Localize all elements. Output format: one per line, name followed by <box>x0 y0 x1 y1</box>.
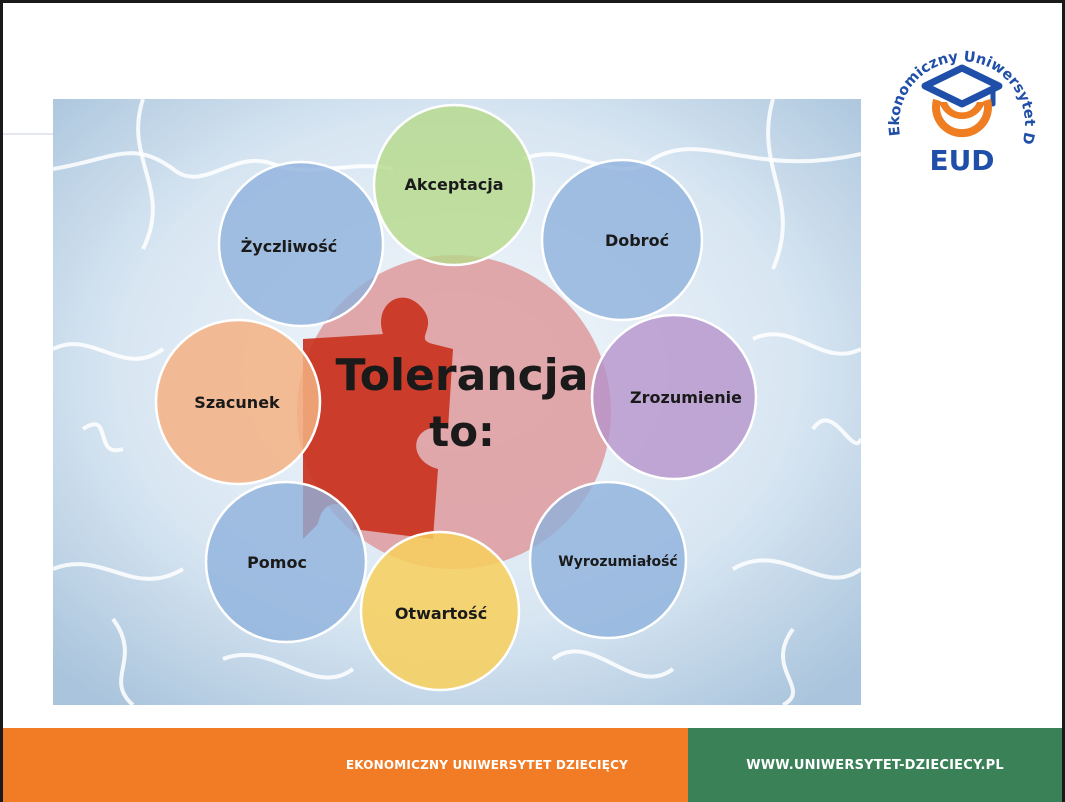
tolerance-diagram: Tolerancja to: Akceptacja Dobroć Zrozumi… <box>53 99 861 705</box>
eud-logo: Ekonomiczny Uniwersytet Dziecięcy EUD <box>877 22 1037 177</box>
circle-zrozumienie <box>590 313 758 481</box>
label-akceptacja: Akceptacja <box>404 175 503 194</box>
smile-icon <box>939 102 985 120</box>
circle-akceptacja <box>372 103 536 267</box>
circle-wyrozumialosc <box>528 480 688 640</box>
circle-dobroc <box>540 158 704 322</box>
slide-border-top <box>0 0 1065 3</box>
footer-right-panel: WWW.UNIWERSYTET-DZIECIECY.PL <box>688 728 1062 802</box>
label-zyczliwosc: Życzliwość <box>241 237 338 256</box>
center-text-line1: Tolerancja <box>336 350 589 401</box>
footer-website-link[interactable]: WWW.UNIWERSYTET-DZIECIECY.PL <box>746 757 1004 773</box>
label-pomoc: Pomoc <box>247 553 307 572</box>
label-wyrozumialosc: Wyrozumiałość <box>558 554 678 570</box>
slide-border-right <box>1062 0 1065 802</box>
circle-szacunek <box>154 318 322 486</box>
title-accent-line <box>3 133 53 135</box>
footer-university-name: EKONOMICZNY UNIWERSYTET DZIECIĘCY <box>345 758 628 772</box>
red-puzzle-piece <box>303 297 453 539</box>
circle-pomoc <box>204 480 368 644</box>
center-text-line2: to: <box>429 407 495 456</box>
label-otwartosc: Otwartość <box>395 604 487 623</box>
label-dobroc: Dobroć <box>605 231 669 250</box>
logo-short-text: EUD <box>929 144 994 177</box>
label-zrozumienie: Zrozumienie <box>630 388 742 407</box>
circle-otwartosc <box>359 530 521 692</box>
label-szacunek: Szacunek <box>194 393 280 412</box>
footer-left-panel: EKONOMICZNY UNIWERSYTET DZIECIĘCY <box>3 728 688 802</box>
footer-bar: EKONOMICZNY UNIWERSYTET DZIECIĘCY WWW.UN… <box>3 728 1062 802</box>
circle-zyczliwosc <box>217 160 385 328</box>
slide-border-left <box>0 0 3 802</box>
graduation-cap-icon <box>921 64 1003 108</box>
